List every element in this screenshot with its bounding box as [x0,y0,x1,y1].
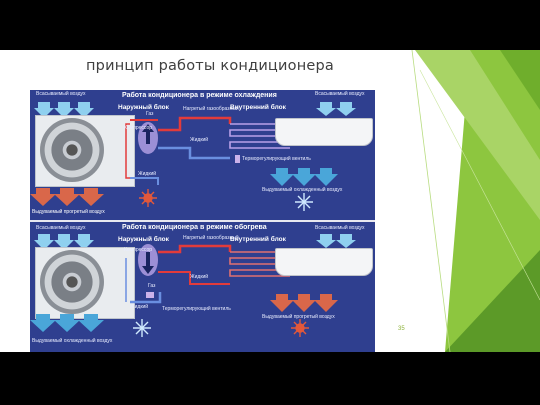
panel-divider [30,220,375,222]
cooling-valve-label: Терморегулирующий вентиль [242,156,311,162]
page-number: 35 [398,326,405,332]
cooling-hot-gas-label: Нагретый газообразный [183,106,239,112]
cooling-intake-right: Всасываемый воздух [315,91,365,97]
cooling-fan [40,118,104,182]
ac-diagram: Работа кондиционера в режиме охлаждения … [30,90,375,352]
cooling-exhaust-cold-label: Выдуваемый охлажденный воздух [262,187,343,193]
heating-arrows [34,234,356,250]
heating-panel: Работа кондиционера в режиме обогрева Вс… [30,222,375,352]
decorative-green-shapes [411,50,540,352]
cooling-panel: Работа кондиционера в режиме охлаждения … [30,90,375,220]
heating-header: Работа кондиционера в режиме обогрева [122,224,267,231]
heating-liquid-mid-label: Жидкий [190,274,209,280]
heating-intake-right: Всасываемый воздух [315,225,365,231]
heating-fan [40,250,104,314]
heating-exhaust-cold-label: Выдуваемый охлажденный воздух [32,338,113,344]
heating-hot-gas-label: Нагретый газообразный [183,235,239,241]
cooling-exhaust-hot-label: Выдуваемый прогретый воздух [32,209,105,215]
cooling-liquid-left-label: Жидкий [138,171,157,177]
cooling-gas-label: Газ [146,111,154,117]
heating-outdoor-label: Наружный блок [118,236,169,243]
heating-indoor-unit [275,248,373,276]
heating-compressor-label: Компрессор [124,247,153,253]
cooling-liquid-mid-label: Жидкий [190,137,209,143]
cooling-pipes [30,116,338,211]
heating-indoor-label: Внутренний блок [230,236,286,243]
heating-valve-label: Терморегулирующий вентиль [162,306,231,312]
cooling-outdoor-label: Наружный блок [118,104,169,111]
cooling-arrows [34,102,356,118]
cooling-header: Работа кондиционера в режиме охлаждения [122,92,277,99]
heating-intake-left: Всасываемый воздух [36,225,86,231]
heating-exhaust-hot-label: Выдуваемый прогретый воздух [262,314,335,320]
slide-title: принцип работы кондиционера [86,58,334,74]
heating-liquid-left-label: Жидкий [130,304,149,310]
cooling-compressor-label: Компрессор [124,125,153,131]
cooling-indoor-unit [275,118,373,146]
heating-pipes [30,244,338,337]
slide: принцип работы кондиционера 35 Работа ко… [0,50,540,352]
cooling-indoor-label: Внутренний блок [230,104,286,111]
heating-gas-label: Газ [148,283,156,289]
cooling-intake-left: Всасываемый воздух [36,91,86,97]
